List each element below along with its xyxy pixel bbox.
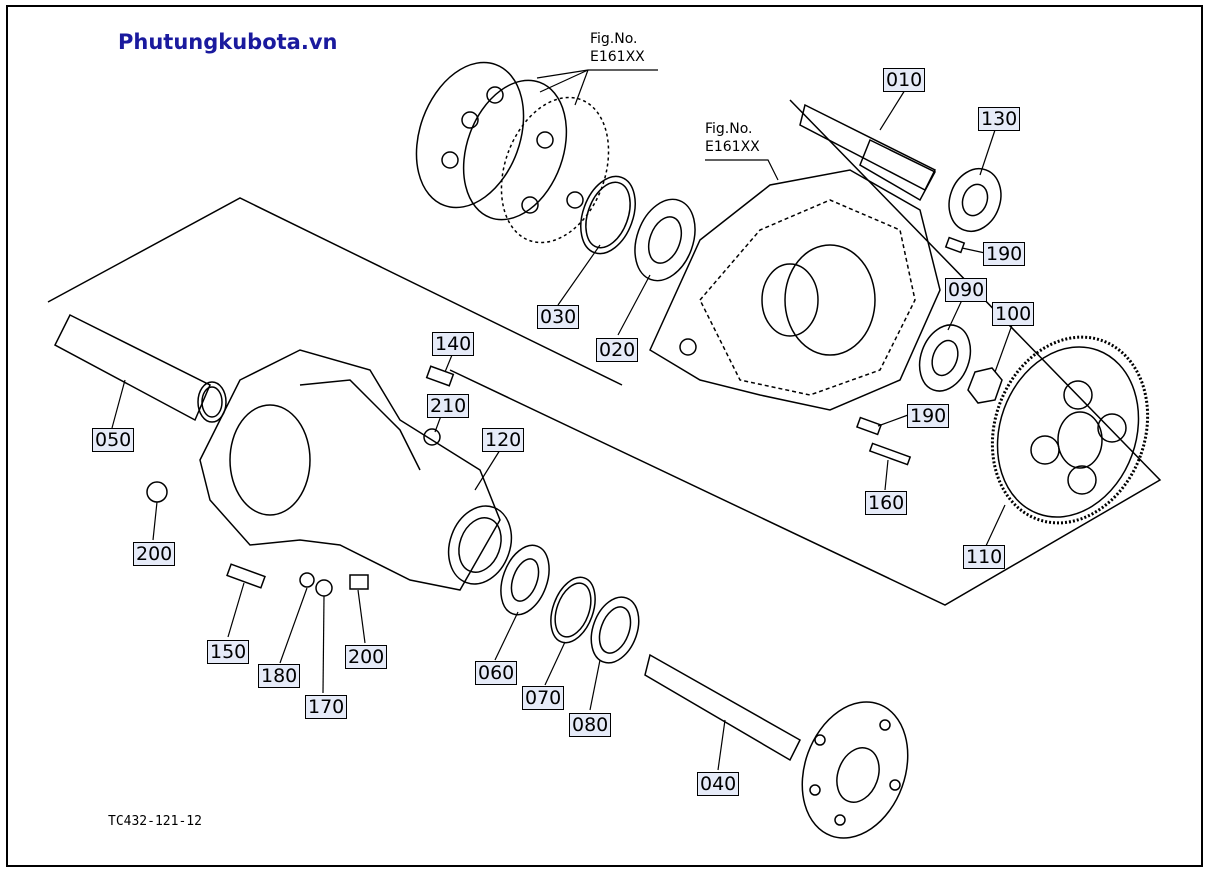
housing-plate [649,169,941,411]
part-label-120[interactable]: 120 [482,428,525,452]
figure-ref-line1: Fig.No. [590,31,638,47]
leader-lines [111,69,1013,771]
tube-050 [54,313,227,423]
diagram-code: TC432-121-12 [108,814,202,829]
gear-110 [990,335,1150,525]
part-label-200[interactable]: 200 [345,645,388,669]
part-label-210[interactable]: 210 [427,394,470,418]
part-label-100[interactable]: 100 [992,302,1035,326]
pin-190-upper [944,236,966,254]
plug-200-right [349,574,369,590]
part-label-150[interactable]: 150 [207,640,250,664]
part-label-170[interactable]: 170 [305,695,348,719]
bearing-060 [500,544,550,616]
part-label-110[interactable]: 110 [963,545,1006,569]
nut-170 [315,579,333,597]
figure-ref-line2: E161XX [590,49,645,65]
bolt-150 [226,563,266,589]
lower-assembly-outline [47,197,623,386]
snap-ring-030 [580,175,636,255]
part-label-190[interactable]: 190 [983,242,1026,266]
figure-reference[interactable]: Fig.No. E161XX [705,120,760,156]
part-label-020[interactable]: 020 [596,338,639,362]
plug-210 [423,428,441,446]
axle-040 [644,653,909,839]
bolt-140 [425,365,455,387]
figure-ref-line1: Fig.No. [705,121,753,137]
diagram-frame [6,5,1203,867]
washer-180 [299,572,315,588]
stud-160 [868,442,912,466]
axle-housing-120 [199,349,513,591]
figure-reference[interactable]: Fig.No. E161XX [590,30,645,66]
shaft-010 [799,103,937,202]
part-label-190[interactable]: 190 [907,404,950,428]
part-label-090[interactable]: 090 [945,278,988,302]
part-label-130[interactable]: 130 [978,107,1021,131]
pin-190-lower [855,416,883,436]
clutch-plates [415,61,610,244]
bearing-020 [634,198,696,282]
plug-200-left [146,481,168,503]
part-label-160[interactable]: 160 [865,491,908,515]
nut-100 [967,367,1003,404]
site-title: Phutungkubota.vn [118,30,338,54]
bearing-130 [948,167,1002,233]
part-label-180[interactable]: 180 [258,664,301,688]
seal-080 [590,596,640,664]
part-label-080[interactable]: 080 [569,713,612,737]
part-label-030[interactable]: 030 [537,305,580,329]
part-label-040[interactable]: 040 [697,772,740,796]
part-label-140[interactable]: 140 [432,332,475,356]
bearing-090 [918,324,972,392]
part-label-050[interactable]: 050 [92,428,135,452]
part-label-010[interactable]: 010 [883,68,926,92]
figure-ref-line2: E161XX [705,139,760,155]
part-label-070[interactable]: 070 [522,686,565,710]
part-label-200[interactable]: 200 [133,542,176,566]
snap-ring-070 [550,576,596,644]
part-label-060[interactable]: 060 [475,661,518,685]
